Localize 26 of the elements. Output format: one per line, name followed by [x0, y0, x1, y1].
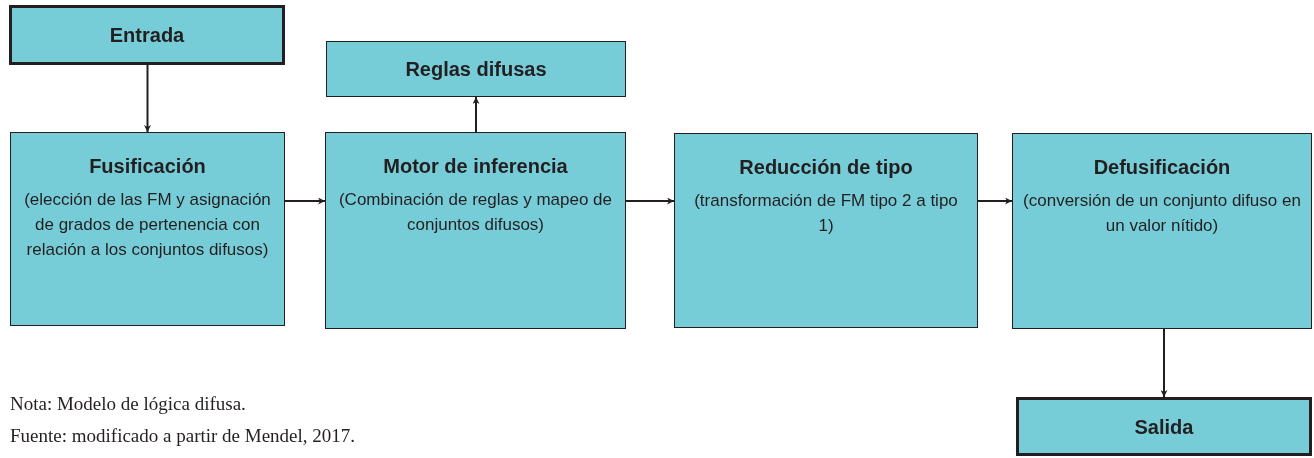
- arrow: [284, 197, 326, 205]
- process-box: [674, 133, 978, 328]
- process-box: [10, 132, 285, 326]
- process-box: [326, 41, 626, 97]
- note-text: Fuente: modificado a partir de Mendel, 2017.: [10, 425, 356, 447]
- box-description: (elección de las FM y asignación de grados de pertenencia con relación a los conjuntos difusos): [23, 189, 272, 261]
- box-title: Entrada: [109, 23, 185, 48]
- process-box: [1012, 133, 1312, 329]
- box-title: Reglas difusas: [405, 57, 547, 82]
- arrow: [977, 197, 1013, 205]
- arrow: [144, 64, 151, 133]
- box-title: Reducción de tipo: [739, 155, 913, 180]
- arrow: [625, 197, 675, 205]
- note-text: Nota: Modelo de lógica difusa.: [10, 393, 246, 415]
- box-title: Salida: [1134, 414, 1194, 440]
- box-title: Defusificación: [1093, 155, 1231, 180]
- box-description: (transformación de FM tipo 2 a tipo 1): [693, 190, 959, 237]
- box-title: Fusificación: [89, 154, 206, 179]
- process-box: [9, 5, 285, 65]
- box-description: (conversión de un conjunto difuso en un valor nítido): [1023, 190, 1301, 237]
- process-box: [1016, 397, 1312, 456]
- box-description: (Combinación de reglas y mapeo de conjuntos difusos): [337, 189, 614, 236]
- arrow: [472, 96, 480, 133]
- box-title: Motor de inferencia: [383, 154, 568, 179]
- process-box: [325, 132, 626, 329]
- arrow: [1160, 328, 1168, 398]
